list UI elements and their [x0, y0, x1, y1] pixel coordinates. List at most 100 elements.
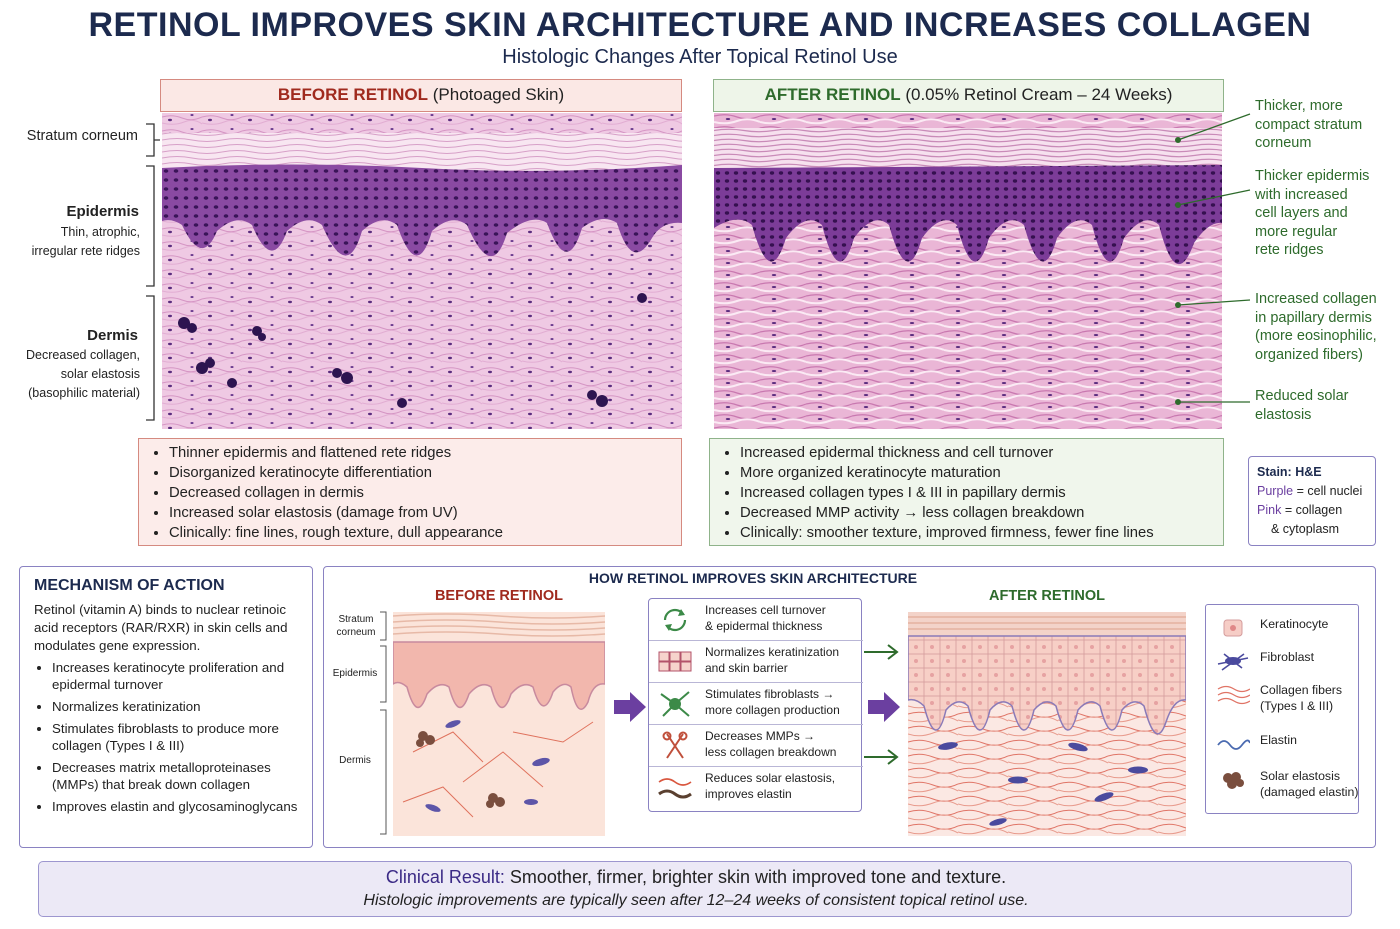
note-line: more regular	[1255, 223, 1338, 240]
note-stratum: Thicker, more compact stratum corneum	[1255, 97, 1362, 153]
label-dermis: Dermis	[87, 327, 138, 344]
solar-elastosis-icon	[1223, 772, 1244, 789]
legend-label: (Types I & III)	[1260, 698, 1334, 713]
collagen-fiber-icon	[1217, 685, 1250, 705]
retinol-steps-box: Increases cell turnover& epidermal thick…	[648, 598, 863, 812]
stain-purple-key: Purple	[1257, 484, 1294, 498]
elastin-fiber-icon	[658, 778, 692, 799]
mechanism-item: Stimulates fibroblasts to produce more c…	[52, 720, 298, 754]
clinical-result-banner: Clinical Result: Smoother, firmer, brigh…	[38, 861, 1352, 917]
note-line: (more eosinophilic,	[1255, 328, 1377, 344]
stain-pink-val: = collagen	[1284, 503, 1343, 517]
how-layer-stratum: Stratum corneum	[336, 614, 376, 638]
legend-label: (damaged elastin)	[1260, 784, 1359, 799]
green-arrow-icon	[864, 749, 899, 765]
how-legend: Keratinocyte Fibroblast Collagen fibers(…	[1205, 604, 1359, 814]
how-after-label: AFTER RETINOL	[989, 588, 1105, 604]
how-before-illustration	[393, 612, 605, 836]
legend-label: Fibroblast	[1260, 650, 1314, 664]
after-finding: Increased epidermal thickness and cell t…	[740, 443, 1213, 463]
mechanism-item: Increases keratinocyte proliferation and…	[52, 659, 298, 693]
after-finding: Decreased MMP activity → less collagen b…	[740, 503, 1213, 523]
mechanism-title: MECHANISM OF ACTION	[34, 577, 225, 594]
epidermis-desc-line: Thin, atrophic,	[60, 225, 140, 239]
refresh-cycle-icon	[663, 608, 687, 632]
step-line: Stimulates fibroblasts →	[705, 687, 835, 701]
step-line: more collagen production	[705, 702, 840, 717]
histology-before-panel	[162, 113, 682, 429]
label-epidermis: Epidermis	[66, 203, 139, 220]
legend-label: Solar elastosis	[1260, 769, 1340, 783]
how-layer-brackets	[380, 611, 387, 835]
cell-grid-icon	[658, 651, 692, 672]
step-cell-turnover: Increases cell turnover& epidermal thick…	[649, 599, 863, 641]
note-line: cell layers and	[1255, 205, 1348, 221]
mechanism-item: Normalizes keratinization	[52, 698, 298, 715]
histology-after-panel	[714, 113, 1222, 429]
result-text: Smoother, firmer, brighter skin with imp…	[509, 867, 1007, 887]
before-header: BEFORE RETINOL (Photoaged Skin)	[160, 79, 682, 112]
legend-collagen: Collagen fibers(Types I & III)	[1206, 679, 1360, 719]
label-dermis-desc: Decreased collagen, solar elastosis (bas…	[8, 346, 140, 403]
step-elastosis: Reduces solar elastosis,improves elastin	[649, 767, 863, 809]
stain-pink-key: Pink	[1257, 503, 1282, 517]
step-fibroblasts: Stimulates fibroblasts →more collagen pr…	[649, 683, 863, 725]
before-finding: Disorganized keratinocyte differentiatio…	[169, 463, 671, 483]
epidermis-desc-line: irregular rete ridges	[31, 244, 140, 258]
label-epidermis-desc: Thin, atrophic, irregular rete ridges	[8, 223, 140, 261]
after-finding: Clinically: smoother texture, improved f…	[740, 523, 1213, 543]
legend-keratinocyte: Keratinocyte	[1206, 613, 1360, 643]
legend-fibroblast: Fibroblast	[1206, 646, 1360, 676]
mechanism-item: Improves elastin and glycosaminoglycans	[52, 798, 298, 815]
green-arrow-icon	[864, 644, 899, 660]
result-line: Clinical Result: Smoother, firmer, brigh…	[39, 867, 1353, 888]
note-line: in papillary dermis	[1255, 309, 1372, 326]
before-finding: Thinner epidermis and flattened rete rid…	[169, 443, 671, 463]
step-mmps: Decreases MMPs →less collagen breakdown	[649, 725, 863, 767]
before-finding: Decreased collagen in dermis	[169, 483, 671, 503]
page-title: RETINOL IMPROVES SKIN ARCHITECTURE AND I…	[88, 6, 1312, 44]
legend-solar-elastosis: Solar elastosis(damaged elastin)	[1206, 765, 1360, 805]
step-line: Increases cell turnover	[705, 603, 826, 617]
before-finding: Increased solar elastosis (damage from U…	[169, 503, 671, 523]
dermis-desc-line: (basophilic material)	[28, 386, 140, 400]
before-header-bold: BEFORE RETINOL	[277, 85, 429, 104]
stain-key-box: Stain: H&E Purple = cell nuclei Pink = c…	[1248, 456, 1376, 546]
legend-label: Collagen fibers	[1260, 683, 1343, 697]
after-finding: Increased collagen types I & III in papi…	[740, 483, 1213, 503]
before-header-rest: (Photoaged Skin)	[432, 85, 565, 104]
stain-title: Stain: H&E	[1257, 465, 1322, 479]
dermis-desc-line: Decreased collagen,	[26, 348, 140, 362]
how-layer-epidermis: Epidermis	[332, 668, 378, 679]
arrow-right-icon	[868, 692, 900, 722]
how-layer-dermis: Dermis	[339, 755, 371, 766]
fibroblast-icon	[660, 691, 690, 717]
layer-brackets	[146, 123, 160, 421]
note-line: Increased collagen	[1255, 291, 1377, 307]
after-header: AFTER RETINOL (0.05% Retinol Cream – 24 …	[713, 79, 1224, 112]
after-header-bold: AFTER RETINOL	[764, 85, 901, 104]
step-line: and skin barrier	[705, 660, 788, 675]
how-before-label: BEFORE RETINOL	[434, 588, 564, 604]
arrow-right-icon	[614, 692, 646, 722]
mechanism-item: Decreases matrix metalloproteinases (MMP…	[52, 759, 298, 793]
legend-label: Elastin	[1260, 733, 1297, 747]
result-note: Histologic improvements are typically se…	[363, 892, 1029, 909]
note-line: rete ridges	[1255, 242, 1324, 258]
before-finding: Clinically: fine lines, rough texture, d…	[169, 523, 671, 543]
step-line: improves elastin	[705, 786, 792, 801]
note-line: organized fibers)	[1255, 346, 1363, 363]
note-leader-lines	[1175, 113, 1251, 405]
page-subtitle: Histologic Changes After Topical Retinol…	[502, 46, 898, 68]
step-line: Reduces solar elastosis,	[705, 771, 836, 785]
legend-label: Keratinocyte	[1260, 617, 1329, 631]
note-line: Reduced solar	[1255, 388, 1349, 404]
after-findings-box: Increased epidermal thickness and cell t…	[709, 438, 1224, 546]
step-line: less collagen breakdown	[705, 744, 837, 759]
result-bold: Clinical Result:	[385, 867, 505, 887]
stain-purple-val: = cell nuclei	[1296, 484, 1363, 498]
scissors-icon	[662, 731, 688, 759]
note-epidermis: Thicker epidermis with increased cell la…	[1255, 167, 1369, 260]
step-line: Normalizes keratinization	[705, 645, 840, 659]
